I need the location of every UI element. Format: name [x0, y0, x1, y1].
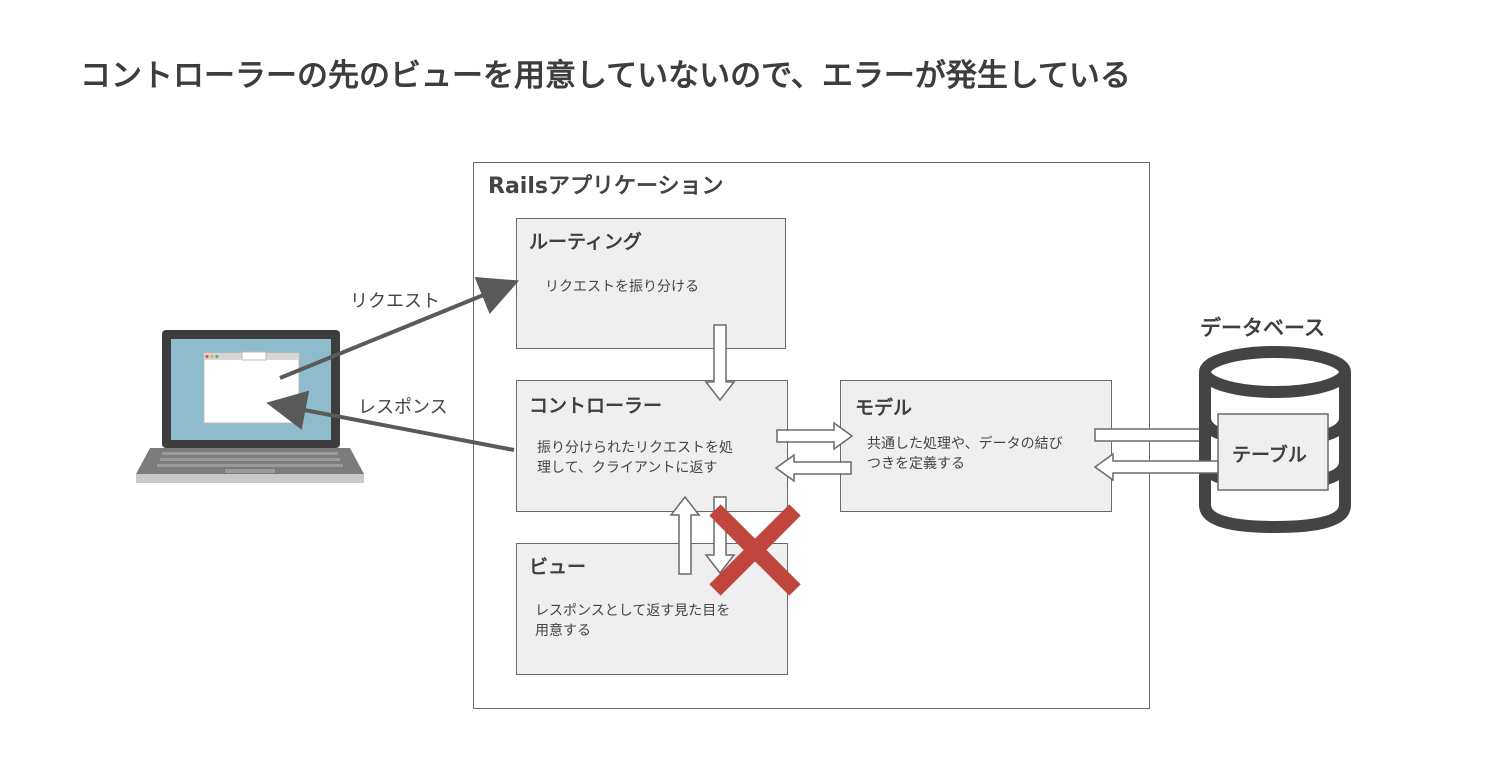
model-box: モデル 共通した処理や、データの結び つきを定義する [840, 380, 1112, 512]
routing-box: ルーティング リクエストを振り分ける [516, 218, 786, 349]
response-arrow [266, 390, 515, 452]
routing-title: ルーティング [529, 231, 642, 253]
model-to-controller-arrow [774, 453, 852, 483]
database-title: データベース [1200, 316, 1325, 340]
controller-to-model-arrow [776, 421, 854, 451]
view-description-line1: レスポンスとして返す見た目を [535, 603, 731, 619]
controller-description-line2: 理して、クライアントに返す [537, 460, 718, 476]
database-table-box [1217, 413, 1329, 491]
model-description-line1: 共通した処理や、データの結び [867, 436, 1063, 452]
request-label: リクエスト [350, 291, 440, 312]
view-description-line2: 用意する [535, 623, 591, 639]
routing-to-controller-arrow [704, 324, 736, 402]
page-title: コントローラーの先のビューを用意していないので、エラーが発生している [80, 58, 1131, 94]
routing-description: リクエストを振り分ける [545, 279, 699, 295]
rails-application-title: Railsアプリケーション [488, 174, 724, 199]
model-description-line2: つきを定義する [867, 456, 965, 472]
controller-description-line1: 振り分けられたリクエストを処 [537, 440, 733, 456]
model-title: モデル [855, 397, 913, 419]
controller-box: コントローラー 振り分けられたリクエストを処 理して、クライアントに返す [516, 380, 788, 512]
controller-title: コントローラー [529, 395, 663, 417]
view-to-controller-arrow [669, 495, 701, 575]
cross-icon [709, 504, 801, 596]
request-arrow [279, 277, 520, 380]
response-label: レスポンス [358, 397, 448, 418]
database-table-label: テーブル [1232, 444, 1307, 466]
database-to-model-arrow [1093, 452, 1219, 482]
view-title: ビュー [529, 556, 587, 578]
controller-to-view-arrow [704, 496, 736, 575]
laptop-icon [136, 330, 364, 483]
